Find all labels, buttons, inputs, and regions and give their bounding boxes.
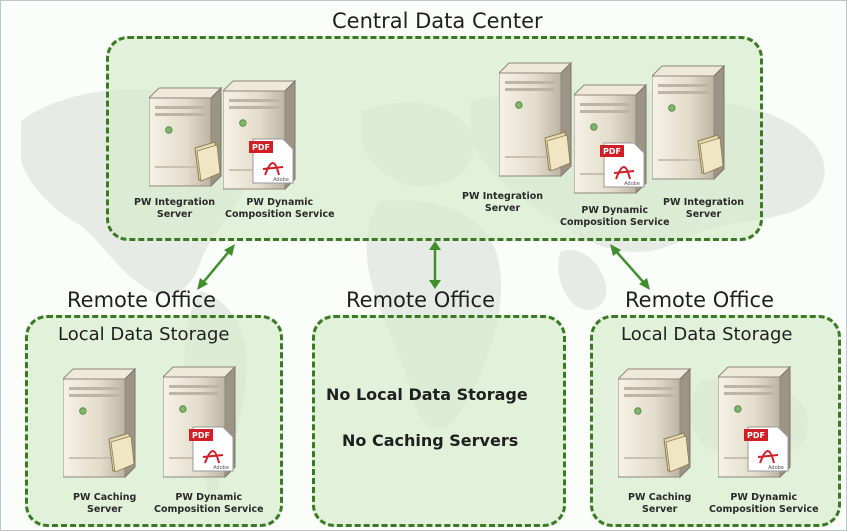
server-central-right-integration-a-icon: [499, 61, 573, 178]
label-right-dynamic: PW Dynamic Composition Service: [709, 492, 819, 516]
label-right-caching: PW Caching Server: [628, 492, 691, 516]
label-left-dynamic: PW Dynamic Composition Service: [154, 492, 264, 516]
label-line: PW Dynamic: [581, 205, 649, 216]
label-line: Composition Service: [225, 209, 335, 220]
label-central-left-integration: PW Integration Server: [134, 197, 215, 221]
label-line: Composition Service: [709, 504, 819, 515]
label-line: PW Integration: [663, 197, 745, 208]
server-right-caching-icon: [618, 367, 692, 479]
svg-text:PDF: PDF: [192, 431, 210, 440]
svg-text:Adobe: Adobe: [768, 465, 784, 471]
server-central-left-dynamic-icon: PDF Adobe: [223, 79, 297, 191]
label-line: PW Integration: [462, 191, 544, 202]
server-central-right-integration-b-icon: [652, 64, 726, 181]
remote-office-left-subtitle: Local Data Storage: [58, 324, 230, 345]
label-line: PW Caching: [628, 492, 692, 503]
label-left-caching: PW Caching Server: [73, 492, 136, 516]
svg-text:PDF: PDF: [603, 147, 621, 156]
server-right-dynamic-icon: PDF Adobe: [718, 365, 792, 479]
label-line: Server: [642, 504, 678, 515]
label-line: Composition Service: [560, 217, 670, 228]
label-line: Server: [685, 209, 722, 220]
remote-office-left-title: Remote Office: [67, 288, 216, 312]
remote-office-middle-title: Remote Office: [346, 288, 495, 312]
label-line: PW Dynamic: [246, 197, 314, 208]
label-line: Server: [156, 209, 193, 220]
svg-text:PDF: PDF: [747, 431, 765, 440]
label-line: PW Dynamic: [175, 492, 243, 503]
server-left-caching-icon: [63, 367, 137, 479]
svg-text:Adobe: Adobe: [213, 465, 229, 471]
no-local-data-storage-note: No Local Data Storage: [326, 385, 528, 404]
label-central-left-dynamic: PW Dynamic Composition Service: [225, 197, 335, 221]
link-arrow-middle: [429, 241, 441, 289]
remote-office-right-title: Remote Office: [625, 288, 774, 312]
label-central-right-integration-a: PW Integration Server: [462, 191, 543, 215]
remote-office-middle-box: [312, 315, 566, 527]
svg-text:Adobe: Adobe: [273, 177, 289, 183]
remote-office-right-subtitle: Local Data Storage: [621, 324, 793, 345]
server-left-dynamic-icon: PDF Adobe: [163, 365, 237, 479]
svg-text:PDF: PDF: [252, 143, 270, 152]
label-line: Server: [484, 203, 521, 214]
label-line: Composition Service: [154, 504, 264, 515]
server-central-right-dynamic-icon: PDF Adobe: [574, 83, 648, 195]
no-caching-servers-note: No Caching Servers: [342, 431, 519, 450]
label-line: Server: [87, 504, 123, 515]
link-arrow-right: [610, 244, 650, 290]
label-line: PW Dynamic: [730, 492, 798, 503]
svg-text:Adobe: Adobe: [624, 181, 640, 187]
server-central-left-integration-icon: [149, 86, 223, 188]
link-arrow-left: [197, 244, 235, 290]
label-line: PW Integration: [134, 197, 216, 208]
label-central-right-dynamic: PW Dynamic Composition Service: [560, 205, 670, 229]
label-central-right-integration-b: PW Integration Server: [663, 197, 744, 221]
label-line: PW Caching: [73, 492, 137, 503]
central-data-center-title: Central Data Center: [332, 9, 543, 33]
